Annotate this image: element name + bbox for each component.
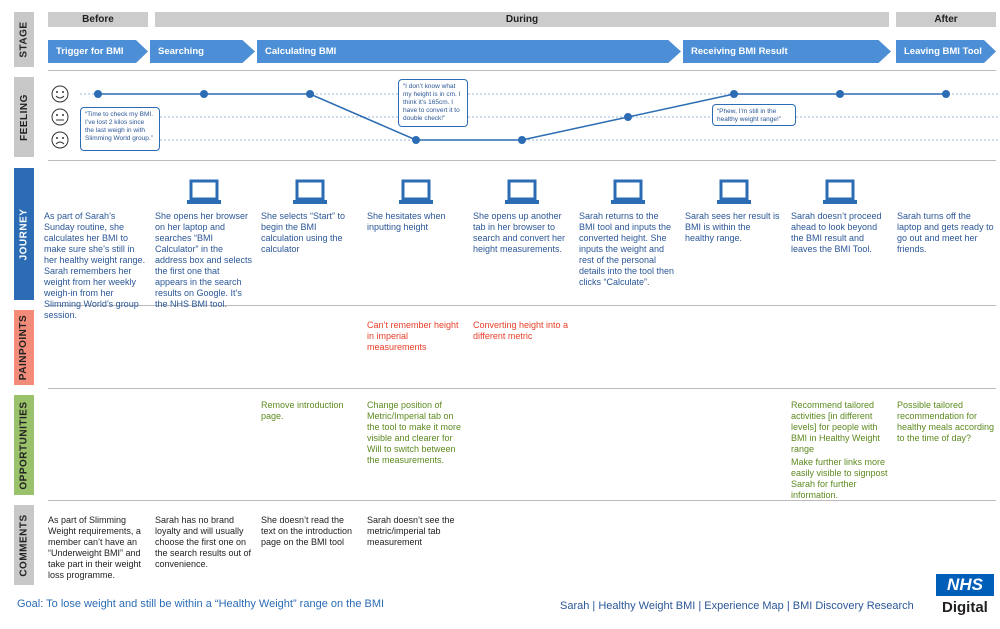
feeling-point [200, 90, 208, 98]
separator [48, 70, 996, 71]
feeling-point [94, 90, 102, 98]
opportunity-remove-intro: Remove introduction page. [261, 400, 344, 421]
journey-step-1: As part of Sarah’s Sunday routine, she c… [44, 211, 146, 320]
feeling-chart [51, 85, 998, 149]
separator [48, 160, 996, 161]
footer-meta: Sarah | Healthy Weight BMI | Experience … [560, 600, 914, 612]
nhs-digital-text: Digital [942, 599, 988, 616]
laptop-icon [399, 179, 433, 204]
feeling-point [306, 90, 314, 98]
sad-face-icon [51, 131, 69, 149]
comment-4: Sarah doesn’t see the metric/imperial ta… [367, 515, 455, 547]
neutral-face-icon [51, 108, 69, 126]
laptop-icon [611, 179, 645, 204]
row-label-feeling: FEELING [14, 77, 34, 157]
feeling-point [518, 136, 526, 144]
journey-step-4: She hesitates when inputting height [367, 211, 446, 232]
laptop-icon [823, 179, 857, 204]
laptop-icon [293, 179, 327, 204]
phase-before: Before [48, 12, 148, 27]
stage-calculating: Calculating BMI [257, 40, 681, 63]
comment-1: As part of Slimming Weight requirements,… [48, 515, 142, 580]
stage-searching: Searching [150, 40, 255, 63]
painpoint-convert: Converting height into a different metri… [473, 320, 569, 341]
laptop-icon [717, 179, 751, 204]
phase-after: After [896, 12, 996, 27]
opportunity-tab-position: Change position of Metric/Imperial tab o… [367, 400, 462, 465]
nhs-logo: NHS [936, 574, 994, 596]
row-label-opportunities: OPPORTUNITIES [14, 395, 34, 495]
callout-trigger: “Time to check my BMI. I’ve lost 2 kilos… [80, 107, 160, 151]
laptop-icon [505, 179, 539, 204]
separator [48, 388, 996, 389]
stage-leaving: Leaving BMI Tool [896, 40, 996, 63]
journey-step-6: Sarah returns to the BMI tool and inputs… [579, 211, 675, 287]
separator [48, 500, 996, 501]
painpoint-height: Can’t remember height in imperial measur… [367, 320, 459, 352]
goal-text: Goal: To lose weight and still be within… [17, 598, 385, 610]
opportunity-meals: Possible tailored recommendation for hea… [897, 400, 995, 443]
row-label-journey: JOURNEY [14, 168, 34, 300]
phase-during: During [155, 12, 889, 27]
stage-trigger: Trigger for BMI [48, 40, 148, 63]
journey-step-7: Sarah sees her result is BMI is within t… [685, 211, 780, 243]
journey-step-2: She opens her browser on her laptop and … [155, 211, 253, 309]
opportunity-further-links: Make further links more easily visible t… [791, 457, 888, 500]
stage-receiving: Receiving BMI Result [683, 40, 891, 63]
journey-step-5: She opens up another tab in her browser … [473, 211, 566, 254]
row-label-stage: STAGE [14, 12, 34, 67]
feeling-point [412, 136, 420, 144]
journey-step-8: Sarah doesn’t proceed ahead to look beyo… [791, 211, 882, 254]
row-label-comments: COMMENTS [14, 505, 34, 585]
journey-step-9: Sarah turns off the laptop and gets read… [897, 211, 994, 254]
comment-3: She doesn’t read the text on the introdu… [261, 515, 353, 547]
row-label-painpoints: PAINPOINTS [14, 310, 34, 385]
separator [48, 305, 996, 306]
opportunity-activities: Recommend tailored activities [in differ… [791, 400, 880, 454]
feeling-point [730, 90, 738, 98]
callout-result: “Phew, I’m still in the healthy weight r… [712, 104, 796, 126]
happy-face-icon [51, 85, 69, 103]
journey-step-3: She selects “Start” to begin the BMI cal… [261, 211, 346, 254]
feeling-point [942, 90, 950, 98]
feeling-point [836, 90, 844, 98]
comment-2: Sarah has no brand loyalty and will usua… [155, 515, 252, 569]
laptop-icon [187, 179, 221, 204]
feeling-point [624, 113, 632, 121]
callout-hesitate: “I don’t know what my height is in cm. I… [398, 79, 468, 127]
